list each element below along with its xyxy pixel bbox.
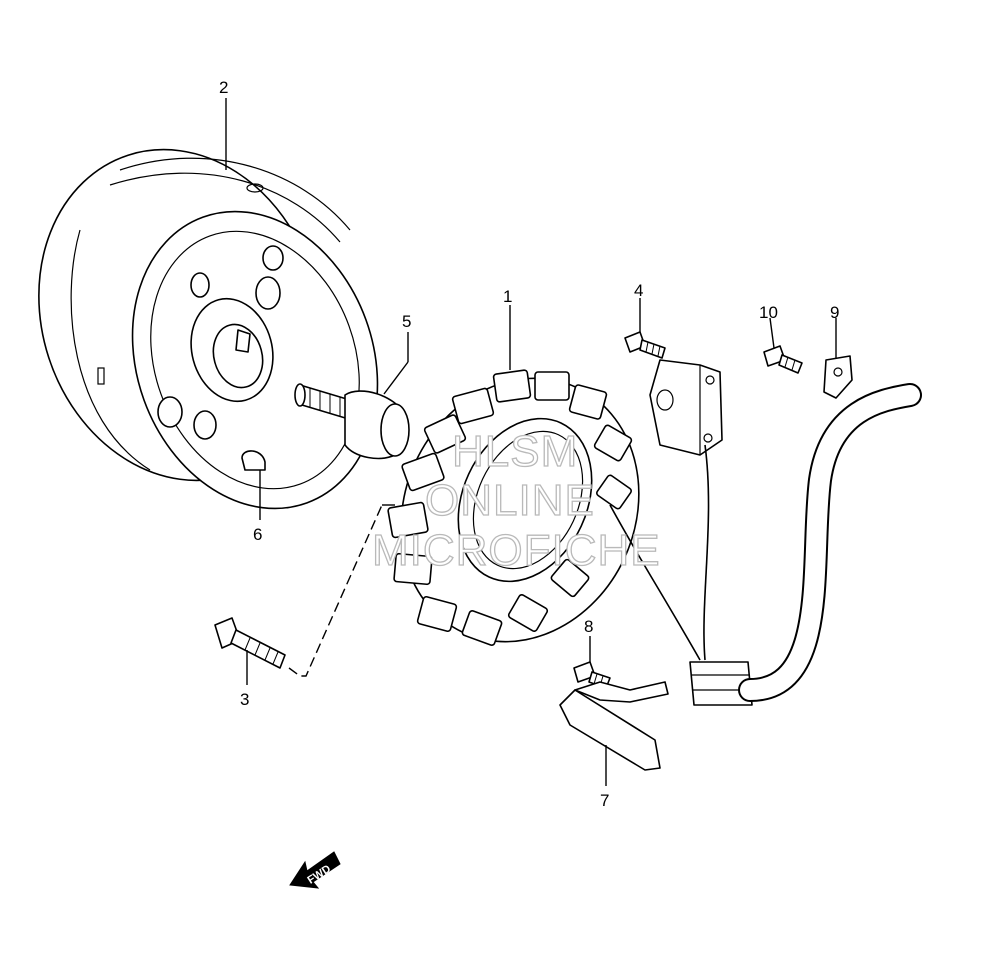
callout-9: 9 bbox=[830, 303, 839, 322]
bolt-3 bbox=[214, 617, 286, 669]
callout-6: 6 bbox=[253, 525, 262, 544]
stator-assembly bbox=[387, 369, 701, 661]
callout-1: 1 bbox=[503, 287, 512, 306]
callout-2: 2 bbox=[219, 78, 228, 97]
watermark-line-1: HLSM bbox=[452, 427, 578, 476]
callout-5: 5 bbox=[402, 312, 411, 331]
watermark-line-3: MICROFICHE bbox=[372, 526, 661, 575]
rotor-bolt bbox=[294, 383, 410, 460]
clamp-9 bbox=[823, 355, 853, 399]
callout-8: 8 bbox=[584, 617, 593, 636]
callout-4: 4 bbox=[634, 281, 643, 300]
watermark: HLSM ONLINE MICROFICHE bbox=[371, 426, 661, 575]
woodruff-key bbox=[241, 450, 266, 471]
watermark-line-2: ONLINE bbox=[425, 476, 595, 525]
rotor-flywheel bbox=[38, 148, 379, 510]
wire-grommet bbox=[689, 661, 753, 706]
wire-harness bbox=[738, 383, 922, 702]
callout-10: 10 bbox=[759, 303, 778, 322]
pickup-coil bbox=[649, 359, 723, 661]
callout-7: 7 bbox=[600, 791, 609, 810]
bolt-10 bbox=[763, 345, 803, 374]
wire-guide-bracket bbox=[559, 681, 669, 771]
leader-lines bbox=[225, 98, 837, 786]
bolt-4 bbox=[624, 331, 666, 359]
fwd-arrow-icon: FWD bbox=[289, 851, 341, 889]
callout-3: 3 bbox=[240, 690, 249, 709]
